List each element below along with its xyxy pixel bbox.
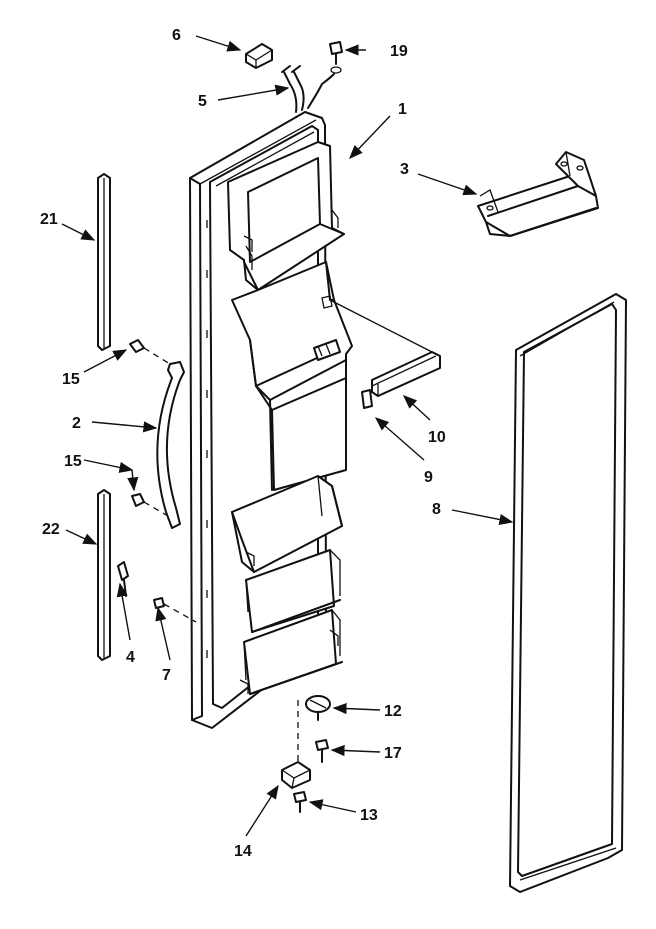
- callout-15-lower: 15: [64, 453, 82, 470]
- leader-lines: [61, 35, 514, 837]
- wire-connector: [245, 43, 273, 69]
- screw-19: [329, 41, 343, 74]
- door-gasket: [509, 293, 627, 893]
- callout-6: 6: [172, 27, 181, 44]
- callout-22: 22: [42, 521, 60, 538]
- callout-12: 12: [384, 703, 402, 720]
- door-handle: [156, 361, 185, 529]
- freezer-door-panel: [189, 111, 353, 729]
- callout-2: 2: [72, 415, 81, 432]
- hinge-pin-4: [117, 561, 129, 597]
- screw-13: [293, 791, 307, 813]
- callout-3: 3: [400, 161, 409, 178]
- trim-strip-22: [97, 489, 111, 661]
- callout-14: 14: [234, 843, 252, 860]
- hinge-14: [281, 761, 311, 789]
- screw-7: [153, 597, 197, 623]
- door-shelf: [477, 151, 599, 237]
- callout-19: 19: [390, 43, 408, 60]
- wire-harness: [281, 65, 335, 113]
- callout-13: 13: [360, 807, 378, 824]
- callout-21: 21: [40, 211, 58, 228]
- callout-10: 10: [428, 429, 446, 446]
- callout-5: 5: [198, 93, 207, 110]
- hinge-bushing-12: [305, 695, 331, 721]
- clip-9: [361, 389, 373, 409]
- callout-15-upper: 15: [62, 371, 80, 388]
- callout-4: 4: [126, 649, 135, 666]
- callout-1: 1: [398, 101, 407, 118]
- screw-17: [315, 739, 329, 763]
- callout-9: 9: [424, 469, 433, 486]
- callout-8: 8: [432, 501, 441, 518]
- screw-15-lower: [131, 493, 169, 517]
- trim-strip-21: [97, 173, 111, 351]
- dispenser-bracket: [371, 351, 441, 397]
- callout-17: 17: [384, 745, 402, 762]
- screw-15-upper: [129, 339, 171, 365]
- callout-7: 7: [162, 667, 171, 684]
